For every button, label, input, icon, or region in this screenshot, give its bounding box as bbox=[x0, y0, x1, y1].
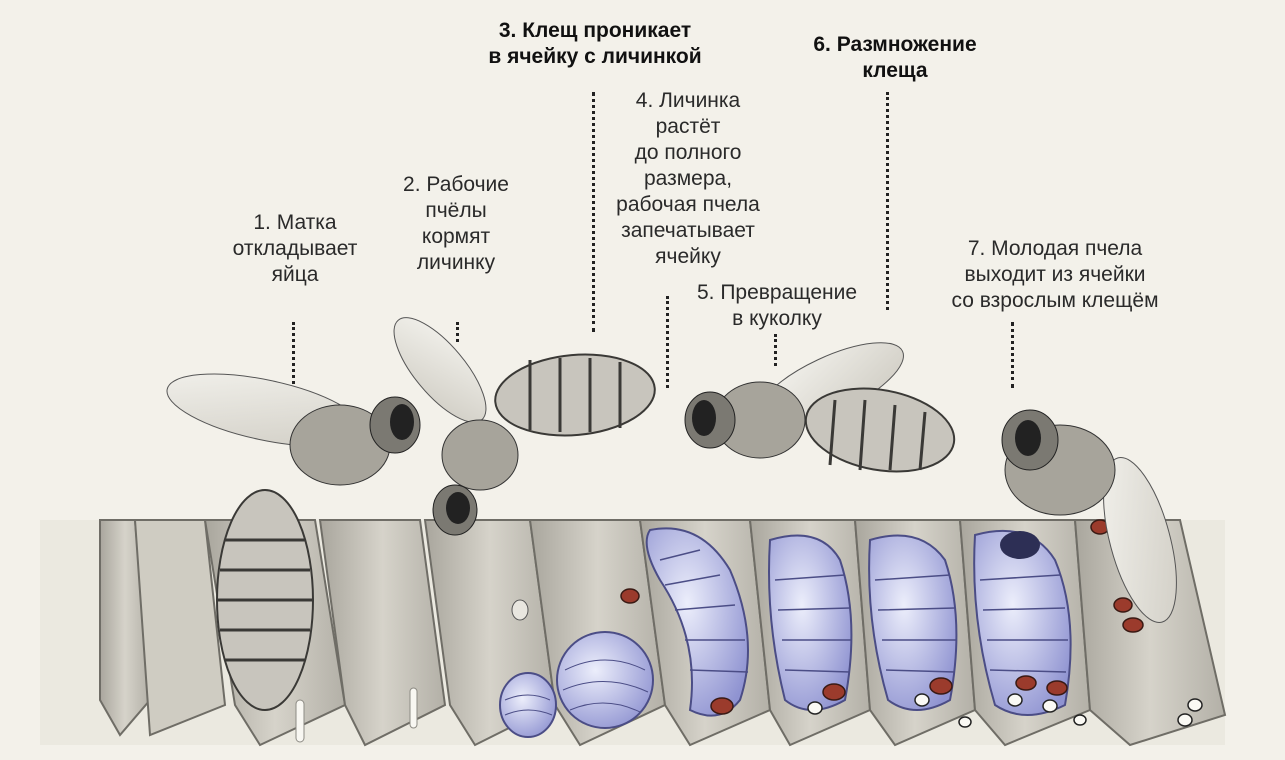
egg bbox=[410, 688, 417, 728]
stage-4-label: 4. Личинка растёт до полного размера, ра… bbox=[598, 88, 778, 270]
pupa-1 bbox=[769, 536, 852, 711]
leader-line-6 bbox=[886, 92, 893, 310]
stage-7-label: 7. Молодая пчела выходит из ячейки со вз… bbox=[915, 236, 1195, 314]
stage-2-label: 2. Рабочие пчёлы кормят личинку bbox=[376, 172, 536, 276]
stage-3-label: 3. Клещ проникает в ячейку с личинкой bbox=[455, 18, 735, 70]
comb-cell-1 bbox=[100, 520, 225, 735]
stage-6-label: 6. Размножение клеща bbox=[775, 32, 1015, 84]
young-larva bbox=[500, 673, 556, 737]
egg bbox=[296, 700, 304, 742]
leader-line-5 bbox=[774, 334, 781, 366]
leader-line-7 bbox=[1011, 322, 1018, 388]
stage-5-label: 5. Превращение в куколку bbox=[672, 280, 882, 332]
worker-bee-sealing bbox=[685, 326, 961, 483]
stage-1-label: 1. Матка откладывает яйца bbox=[215, 210, 375, 288]
leader-line-2 bbox=[456, 322, 463, 342]
curled-larva bbox=[557, 632, 653, 728]
leader-line-1 bbox=[292, 322, 299, 384]
